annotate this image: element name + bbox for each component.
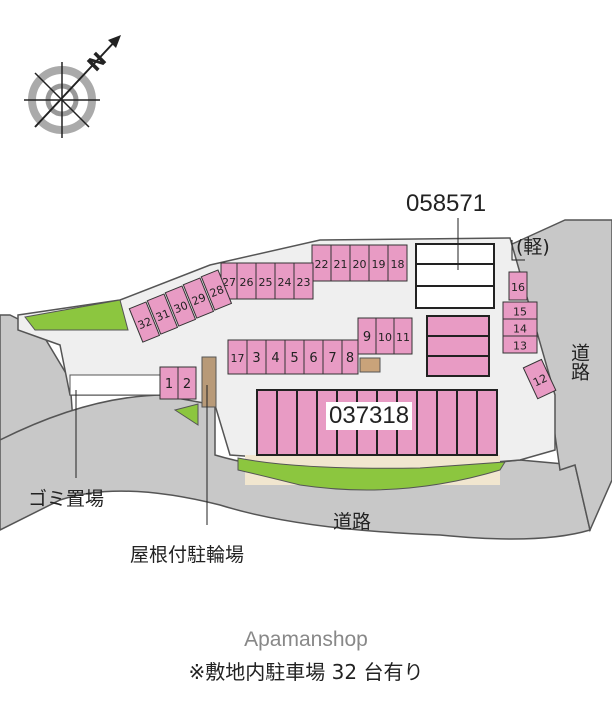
- parking-spot-16: 16: [508, 271, 528, 301]
- parking-spot-label: 14: [513, 323, 527, 336]
- parking-spot-21: 21: [330, 244, 351, 282]
- parking-spot-4: 4: [265, 339, 286, 375]
- parking-spot-label: 18: [391, 258, 405, 271]
- parking-spot-label: 26: [240, 276, 254, 289]
- brand-logo: Apamanshop: [244, 628, 368, 651]
- parking-spot-9: 9: [357, 317, 377, 355]
- parking-spot-12: 12: [522, 358, 557, 400]
- green-area: [24, 299, 129, 331]
- parking-spot-26: 26: [236, 262, 257, 300]
- parking-spot-label: 30: [172, 299, 190, 316]
- road-label-bottom: 道路: [333, 511, 372, 533]
- parking-spot-label: 2: [183, 377, 191, 392]
- parking-spot-label: 31: [154, 307, 172, 324]
- parking-spot-15: 15: [502, 301, 538, 320]
- garbage-label: ゴミ置場: [28, 488, 105, 510]
- garbage-area: [69, 374, 161, 396]
- parking-spot-label: 27: [222, 276, 236, 289]
- parking-spot-label: 28: [208, 283, 226, 300]
- compass-icon: N: [24, 35, 121, 138]
- parking-spot-32: 32: [128, 301, 161, 343]
- parking-spot-label: 32: [136, 315, 154, 332]
- parking-spot-11: 11: [393, 317, 413, 355]
- parking-spot-label: 17: [231, 352, 245, 365]
- building-label-037318: 037318: [326, 402, 413, 430]
- parking-spot-28: 28: [200, 269, 233, 311]
- parking-spot-label: 9: [363, 330, 371, 345]
- parking-spot-label: 13: [513, 340, 527, 353]
- parking-spot-30: 30: [164, 285, 197, 327]
- parking-spot-10: 10: [375, 317, 395, 355]
- parking-spot-1: 1: [159, 366, 179, 400]
- building-label-058571: 058571: [403, 190, 490, 218]
- parking-spot-label: 24: [278, 276, 292, 289]
- bike-parking-label: 屋根付駐輪場: [130, 544, 245, 566]
- parking-spot-label: 4: [271, 351, 279, 366]
- parking-spot-label: 10: [378, 331, 392, 344]
- parking-spot-31: 31: [146, 293, 179, 335]
- parking-spot-label: 19: [372, 258, 386, 271]
- parking-spot-25: 25: [255, 262, 276, 300]
- parking-spot-label: 3: [252, 351, 260, 366]
- parking-spot-3: 3: [246, 339, 267, 375]
- parking-spot-20: 20: [349, 244, 370, 282]
- parking-spot-5: 5: [284, 339, 305, 375]
- parking-spot-label: 11: [396, 331, 410, 344]
- parking-spot-label: 5: [290, 351, 298, 366]
- leader-line: [511, 240, 525, 261]
- parking-spot-label: 15: [513, 306, 527, 319]
- parking-spot-24: 24: [274, 262, 295, 300]
- parking-spot-18: 18: [387, 244, 408, 282]
- parking-spot-label: 21: [334, 258, 348, 271]
- green-area: [173, 403, 199, 426]
- road-label-right: 道路: [568, 343, 590, 381]
- parking-spot-label: 25: [259, 276, 273, 289]
- parking-spot-19: 19: [368, 244, 389, 282]
- parking-spot-label: 6: [309, 351, 317, 366]
- parking-spot-13: 13: [502, 335, 538, 354]
- parking-spot-6: 6: [303, 339, 324, 375]
- building-058571: [415, 243, 495, 377]
- kei-label: (軽): [516, 236, 550, 258]
- parking-note: ※敷地内駐車場 32 台有り: [188, 660, 424, 684]
- parking-spot-label: 7: [328, 351, 336, 366]
- parking-spot-label: 22: [315, 258, 329, 271]
- parking-spot-label: 20: [353, 258, 367, 271]
- bike-parking-area: [201, 356, 217, 408]
- parking-spot-14: 14: [502, 318, 538, 337]
- parking-spot-8: 8: [341, 339, 359, 375]
- parking-spot-17: 17: [227, 339, 248, 375]
- parking-spot-label: 1: [165, 377, 173, 392]
- parking-spot-label: 8: [346, 351, 354, 366]
- parking-spot-22: 22: [311, 244, 332, 282]
- parking-spot-label: 23: [297, 276, 311, 289]
- parking-spot-2: 2: [177, 366, 197, 400]
- parking-spot-label: 12: [531, 372, 549, 390]
- parking-spot-label: 16: [511, 281, 525, 294]
- green-strip: [237, 457, 506, 491]
- parking-spot-23: 23: [293, 262, 314, 300]
- parking-spot-29: 29: [182, 277, 215, 319]
- parking-spot-7: 7: [322, 339, 343, 375]
- parking-spot-label: 29: [190, 291, 208, 308]
- storage-box: [359, 357, 381, 373]
